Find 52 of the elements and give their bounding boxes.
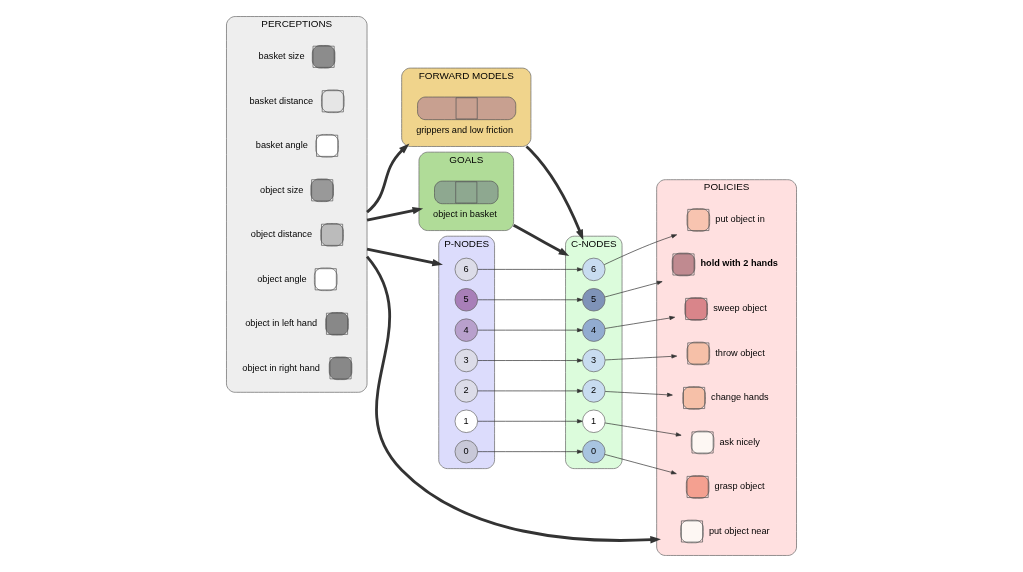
arrow <box>365 255 661 544</box>
node-circle: 4 <box>454 318 478 342</box>
node-label: object in left hand <box>245 318 318 329</box>
node-label: hold with 2 hands <box>700 258 778 269</box>
arrow <box>604 354 678 361</box>
node-circle: 0 <box>582 440 606 464</box>
arrow <box>604 280 663 298</box>
arrow <box>604 315 676 329</box>
node-label: ask nicely <box>719 436 760 447</box>
arrow <box>477 388 583 393</box>
arrow <box>366 247 443 267</box>
node-label: change hands <box>711 392 769 403</box>
node-label: grasp object <box>714 481 765 492</box>
arrow <box>477 267 583 272</box>
node-circle: 6 <box>454 257 478 282</box>
node-circle: 5 <box>582 288 606 312</box>
node-circle: 1 <box>454 409 478 433</box>
node-circle: 3 <box>454 348 478 373</box>
arrow <box>366 143 410 214</box>
arrow <box>477 419 583 424</box>
node-label: basket angle <box>255 140 308 151</box>
node-circle: 4 <box>582 318 606 342</box>
arrow <box>512 223 570 257</box>
node-label: put object in <box>715 214 765 225</box>
node-label: object in right hand <box>242 362 320 373</box>
node-label: object size <box>260 184 304 195</box>
node-circle: 5 <box>454 288 478 312</box>
node-label: put object near <box>708 525 770 536</box>
arrow <box>366 206 424 222</box>
arrow <box>477 449 583 454</box>
arrow <box>604 422 682 437</box>
node-circle: 1 <box>582 409 606 433</box>
node-label: object distance <box>250 229 313 240</box>
arrow <box>604 391 673 397</box>
node-label: throw object <box>715 347 765 358</box>
node-circle: 2 <box>582 379 606 403</box>
arrow <box>525 145 584 241</box>
arrow <box>603 234 678 266</box>
node-circle: 2 <box>454 379 478 403</box>
node-circle: 3 <box>582 348 606 373</box>
node-label: sweep object <box>713 303 767 314</box>
node-label: basket distance <box>249 95 314 106</box>
node-label: object angle <box>257 273 307 284</box>
node-circle: 0 <box>454 440 478 464</box>
arrow <box>477 297 583 302</box>
node-label: object in basket <box>433 208 497 219</box>
node-label: basket size <box>258 51 305 62</box>
node-label: grippers and low friction <box>416 124 514 135</box>
arrow <box>604 454 677 475</box>
arrow <box>477 358 583 363</box>
node-circle: 6 <box>582 257 606 282</box>
arrow <box>477 328 583 333</box>
